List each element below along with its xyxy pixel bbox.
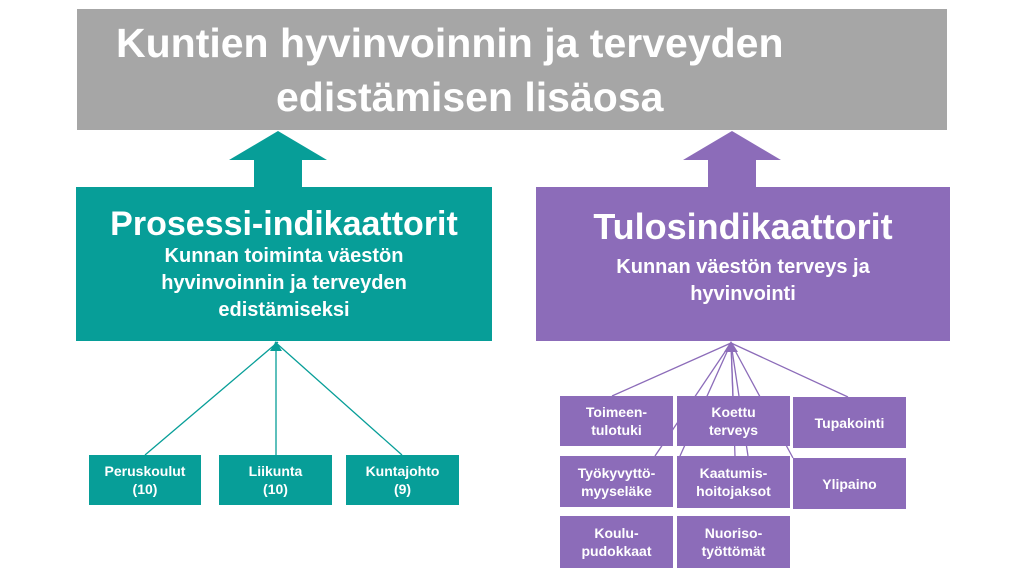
outcome-description-line-2: hyvinvointi bbox=[690, 283, 796, 305]
process-description-line-3: edistämiseksi bbox=[218, 299, 350, 321]
indicator-label: Tupakointi bbox=[814, 414, 885, 431]
indicator-count: (10) bbox=[132, 481, 158, 497]
indicator-label-line-2: pudokkaat bbox=[581, 543, 652, 559]
indicator-box-kaatumishoitojaksot: Kaatumis- hoitojaksot bbox=[677, 456, 790, 508]
title-banner: Kuntien hyvinvoinnin ja terveyden edistä… bbox=[77, 9, 947, 130]
indicator-label-line-1: Toimeen- bbox=[585, 404, 648, 420]
indicator-box-koettu-terveys: Koettu terveys bbox=[677, 396, 790, 446]
outcome-indicators-description: Kunnan väestön terveys ja hyvinvointi bbox=[536, 254, 950, 308]
title-line-1: Kuntien hyvinvoinnin ja terveyden bbox=[116, 20, 784, 66]
indicator-box-tyokyvyttomyyselake: Työkyvyttö- myyseläke bbox=[560, 456, 673, 507]
indicator-label: Ylipaino bbox=[822, 475, 877, 492]
indicator-count: (10) bbox=[263, 481, 288, 497]
process-indicators-description: Kunnan toiminta väestön hyvinvoinnin ja … bbox=[76, 243, 492, 324]
outcome-indicators-box: Tulosindikaattorit Kunnan väestön tervey… bbox=[536, 187, 950, 341]
purple-connector-arrowhead bbox=[724, 341, 738, 352]
outcome-description-line-1: Kunnan väestön terveys ja bbox=[616, 256, 870, 278]
purple-up-arrow bbox=[683, 131, 781, 187]
indicator-box-ylipaino: Ylipaino bbox=[793, 458, 906, 509]
process-description-line-1: Kunnan toiminta väestön bbox=[164, 245, 404, 267]
indicator-label-line-2: työttömät bbox=[701, 543, 766, 559]
indicator-label-line-1: Nuoriso- bbox=[704, 525, 763, 541]
connector-line-toimeentulotuki bbox=[611, 342, 732, 397]
indicator-box-peruskoulut: Peruskoulut (10) bbox=[89, 455, 201, 505]
indicator-label-line-2: terveys bbox=[708, 422, 759, 438]
indicator-box-liikunta: Liikunta (10) bbox=[219, 455, 332, 505]
indicator-label: Peruskoulut bbox=[104, 463, 186, 479]
connector-line-kuntajohto bbox=[274, 341, 403, 456]
process-indicators-heading: Prosessi-indikaattorit bbox=[110, 205, 458, 243]
indicator-label-line-1: Kaatumis- bbox=[699, 465, 768, 481]
indicator-label-line-2: myyseläke bbox=[581, 482, 652, 499]
indicator-box-nuorisotyottomat: Nuoriso- työttömät bbox=[677, 516, 790, 568]
teal-connector-arrowhead bbox=[270, 341, 282, 351]
process-description-line-2: hyvinvoinnin ja terveyden bbox=[161, 272, 407, 294]
indicator-label-line-1: Koulu- bbox=[594, 525, 639, 541]
indicator-box-toimeentulotuki: Toimeen- tulotuki bbox=[560, 396, 673, 446]
indicator-box-kuntajohto: Kuntajohto (9) bbox=[346, 455, 459, 505]
teal-up-arrow bbox=[229, 131, 327, 187]
indicator-label-line-1: Koettu bbox=[711, 404, 756, 420]
indicator-box-tupakointi: Tupakointi bbox=[793, 397, 906, 448]
connector-line-peruskoulut bbox=[144, 341, 279, 456]
indicator-label-line-1: Työkyvyttö- bbox=[577, 464, 656, 481]
indicator-label-line-2: hoitojaksot bbox=[696, 483, 771, 499]
indicator-label: Liikunta bbox=[248, 463, 303, 479]
indicator-label: Kuntajohto bbox=[365, 463, 440, 479]
indicator-box-koulupudokkaat: Koulu- pudokkaat bbox=[560, 516, 673, 568]
process-indicators-box: Prosessi-indikaattorit Kunnan toiminta v… bbox=[76, 187, 492, 341]
indicator-label-line-2: tulotuki bbox=[591, 422, 642, 438]
title-line-2: edistämisen lisäosa bbox=[276, 74, 664, 120]
connector-line-tupakointi bbox=[730, 342, 849, 398]
outcome-indicators-heading: Tulosindikaattorit bbox=[593, 206, 893, 247]
indicator-count: (9) bbox=[393, 481, 412, 497]
